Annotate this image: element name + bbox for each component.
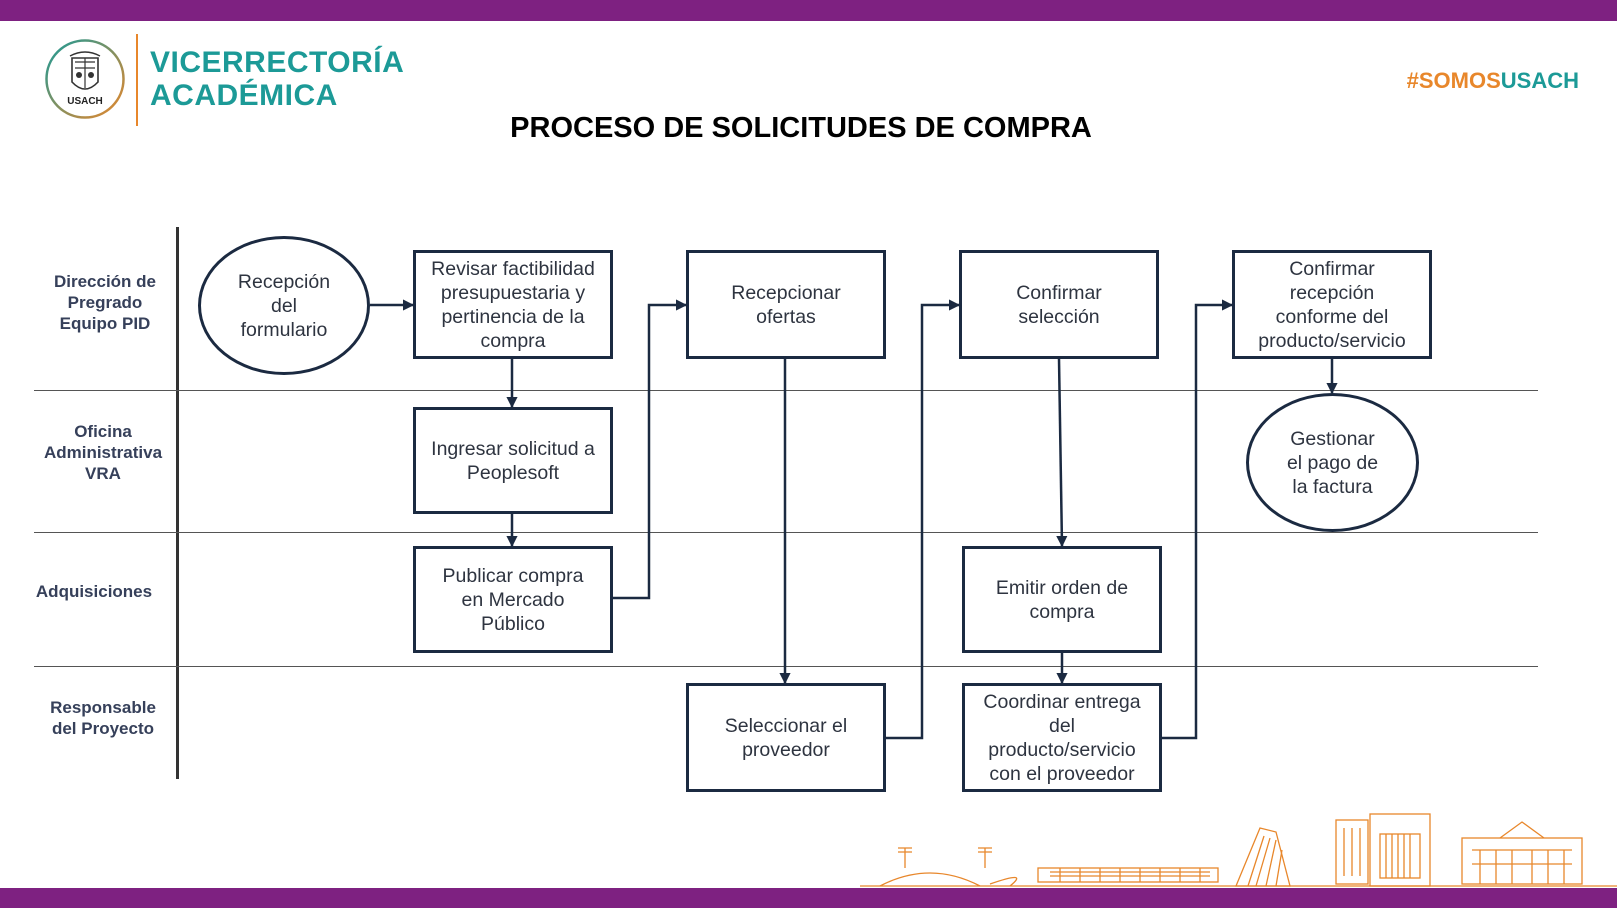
arrow-coordinar-to-confirmar-recepcion (1161, 299, 1234, 740)
node-confirmar-recepcion: Confirmar recepción conforme del product… (1232, 250, 1432, 359)
logo-usach-text: USACH (67, 96, 103, 107)
node-revisar-factibilidad: Revisar factibilidad presupuestaria y pe… (413, 250, 613, 359)
lane-label-responsable-proyecto: Responsable del Proyecto (50, 698, 156, 738)
hashtag-part-b: USACH (1500, 68, 1579, 93)
arrow-confirmar-to-emitir (1056, 358, 1068, 548)
node-coordinar-entrega: Coordinar entrega del producto/servicio … (962, 683, 1162, 792)
node-gestionar-pago: Gestionar el pago de la factura (1246, 393, 1419, 532)
arrow-seleccionar-to-confirmar (885, 299, 961, 740)
node-emitir-orden: Emitir orden de compra (962, 546, 1162, 653)
brand-vicerrectoria: VICERRECTORÍA ACADÉMICA (150, 46, 404, 112)
bottom-band (0, 888, 1617, 908)
usach-logo: USACH (44, 38, 126, 120)
node-ingresar-solicitud: Ingresar solicitud a Peoplesoft (413, 407, 613, 514)
lane-label-oficina-administrativa: Oficina Administrativa VRA (43, 422, 163, 483)
lane-label-direccion-pregrado: Dirección de Pregrado Equipo PID (53, 272, 157, 333)
lane-divider-vertical (176, 227, 179, 779)
lane-label-adquisiciones: Adquisiciones (35, 582, 153, 601)
node-recepcionar-ofertas: Recepcionar ofertas (686, 250, 886, 359)
arrow-publicar-to-recepcionar (612, 299, 688, 600)
node-seleccionar-proveedor: Seleccionar el proveedor (686, 683, 886, 792)
hashtag-somosusach: #SOMOSUSACH (1407, 68, 1579, 94)
brand-line-2: ACADÉMICA (150, 79, 338, 112)
page-title: PROCESO DE SOLICITUDES DE COMPRA (510, 112, 1092, 144)
node-confirmar-seleccion: Confirmar selección (959, 250, 1159, 359)
brand-line-1: VICERRECTORÍA (150, 46, 405, 79)
top-band (0, 0, 1617, 21)
campus-skyline-illustration (860, 813, 1617, 887)
node-publicar-compra: Publicar compra en Mercado Público (413, 546, 613, 653)
node-recepcion-formulario: Recepción del formulario (198, 236, 370, 375)
hashtag-part-a: #SOMOS (1406, 68, 1501, 93)
logo-divider (136, 34, 138, 126)
